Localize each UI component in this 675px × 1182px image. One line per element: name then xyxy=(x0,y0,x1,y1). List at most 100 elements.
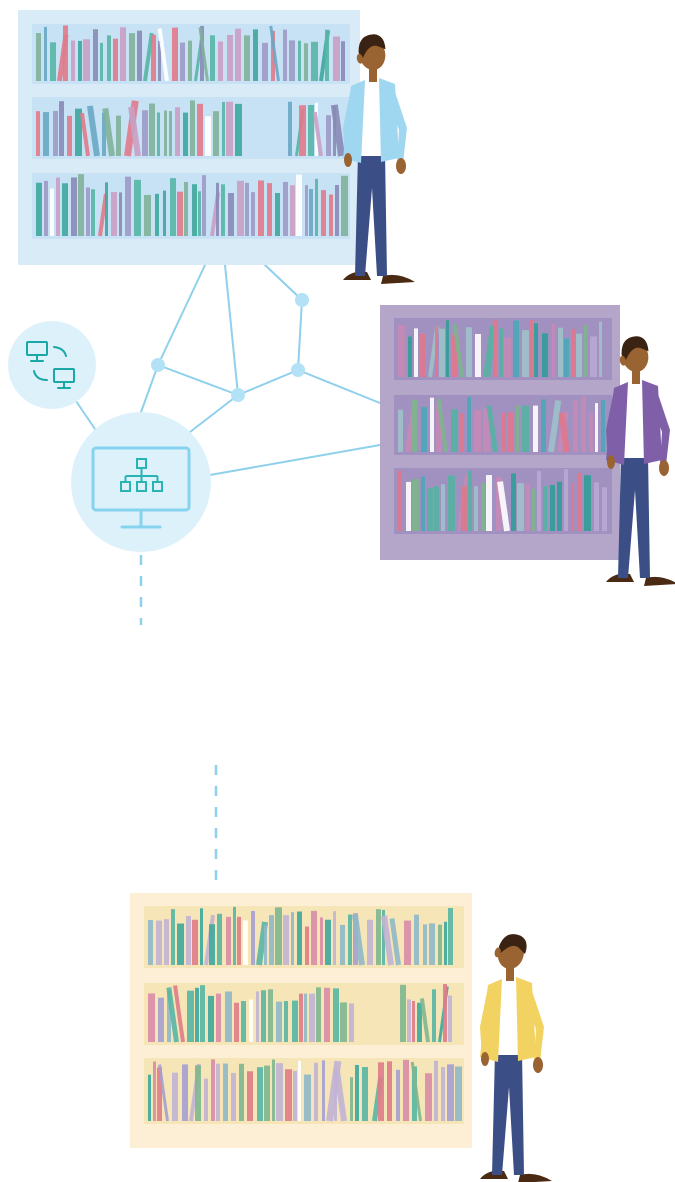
book xyxy=(425,1073,432,1121)
book xyxy=(299,993,303,1042)
book xyxy=(552,323,555,377)
book xyxy=(172,1072,178,1121)
book xyxy=(499,328,503,377)
book xyxy=(209,924,215,965)
book xyxy=(542,333,548,377)
book xyxy=(398,470,402,531)
book xyxy=(334,1069,337,1121)
book xyxy=(460,413,464,452)
book xyxy=(267,183,272,236)
book xyxy=(329,194,333,236)
network-line xyxy=(157,364,239,396)
network-line xyxy=(264,264,303,301)
book xyxy=(403,1059,409,1121)
book xyxy=(211,1059,215,1121)
book xyxy=(244,35,250,81)
book xyxy=(309,188,313,236)
book xyxy=(283,181,288,236)
person-bottom xyxy=(480,934,552,1182)
book xyxy=(427,488,433,531)
book xyxy=(226,916,231,965)
book xyxy=(511,473,516,531)
book xyxy=(548,399,562,453)
book xyxy=(355,1064,359,1121)
book xyxy=(197,103,203,156)
book xyxy=(128,106,141,157)
book xyxy=(111,191,117,236)
book xyxy=(272,1059,275,1121)
book xyxy=(396,1069,400,1121)
book xyxy=(341,41,345,81)
book xyxy=(290,185,295,236)
book xyxy=(164,919,169,965)
book xyxy=(231,1072,236,1121)
book xyxy=(283,915,289,965)
book xyxy=(412,1000,415,1042)
book xyxy=(78,40,82,81)
book xyxy=(102,107,115,157)
book xyxy=(56,177,60,236)
book xyxy=(532,488,535,531)
book xyxy=(486,475,492,531)
book xyxy=(71,177,77,236)
book xyxy=(264,925,267,965)
book xyxy=(293,1070,297,1121)
book xyxy=(516,405,519,452)
book xyxy=(423,924,427,965)
book xyxy=(202,175,206,236)
book xyxy=(180,42,185,81)
book xyxy=(333,911,336,965)
book xyxy=(223,1063,228,1121)
network-line xyxy=(139,364,159,416)
book xyxy=(253,29,258,81)
book xyxy=(226,101,233,156)
book xyxy=(158,1064,169,1122)
book xyxy=(216,182,219,236)
book xyxy=(322,1060,325,1121)
book xyxy=(204,1078,208,1121)
book xyxy=(451,409,458,452)
book xyxy=(257,1067,263,1121)
book xyxy=(308,104,314,156)
book xyxy=(63,25,68,81)
book xyxy=(325,919,331,965)
book xyxy=(406,481,411,531)
book xyxy=(249,999,253,1042)
book xyxy=(83,39,90,81)
book xyxy=(86,187,90,236)
book xyxy=(170,178,176,236)
book xyxy=(177,923,184,965)
book xyxy=(251,910,255,965)
book xyxy=(276,1001,282,1042)
person-top-left xyxy=(343,34,415,284)
bookshelf xyxy=(394,318,612,380)
book xyxy=(44,26,47,81)
book xyxy=(522,405,529,452)
bookshelf xyxy=(32,97,350,159)
network-node xyxy=(231,388,245,402)
book xyxy=(475,333,481,377)
book xyxy=(173,985,185,1043)
book xyxy=(333,36,340,81)
book xyxy=(227,34,233,81)
book xyxy=(116,115,121,156)
book xyxy=(50,42,56,81)
book xyxy=(149,103,155,156)
book xyxy=(153,1061,156,1121)
book xyxy=(192,919,198,965)
book xyxy=(119,192,122,236)
book xyxy=(408,336,412,377)
book xyxy=(271,30,275,81)
book xyxy=(163,190,166,236)
book xyxy=(175,107,180,156)
book xyxy=(412,399,417,452)
book xyxy=(148,1074,151,1121)
book xyxy=(251,192,255,236)
book xyxy=(67,115,72,156)
book xyxy=(382,909,385,965)
book xyxy=(330,104,345,157)
network-line xyxy=(189,394,239,433)
network-line xyxy=(209,444,381,476)
book xyxy=(504,337,511,377)
